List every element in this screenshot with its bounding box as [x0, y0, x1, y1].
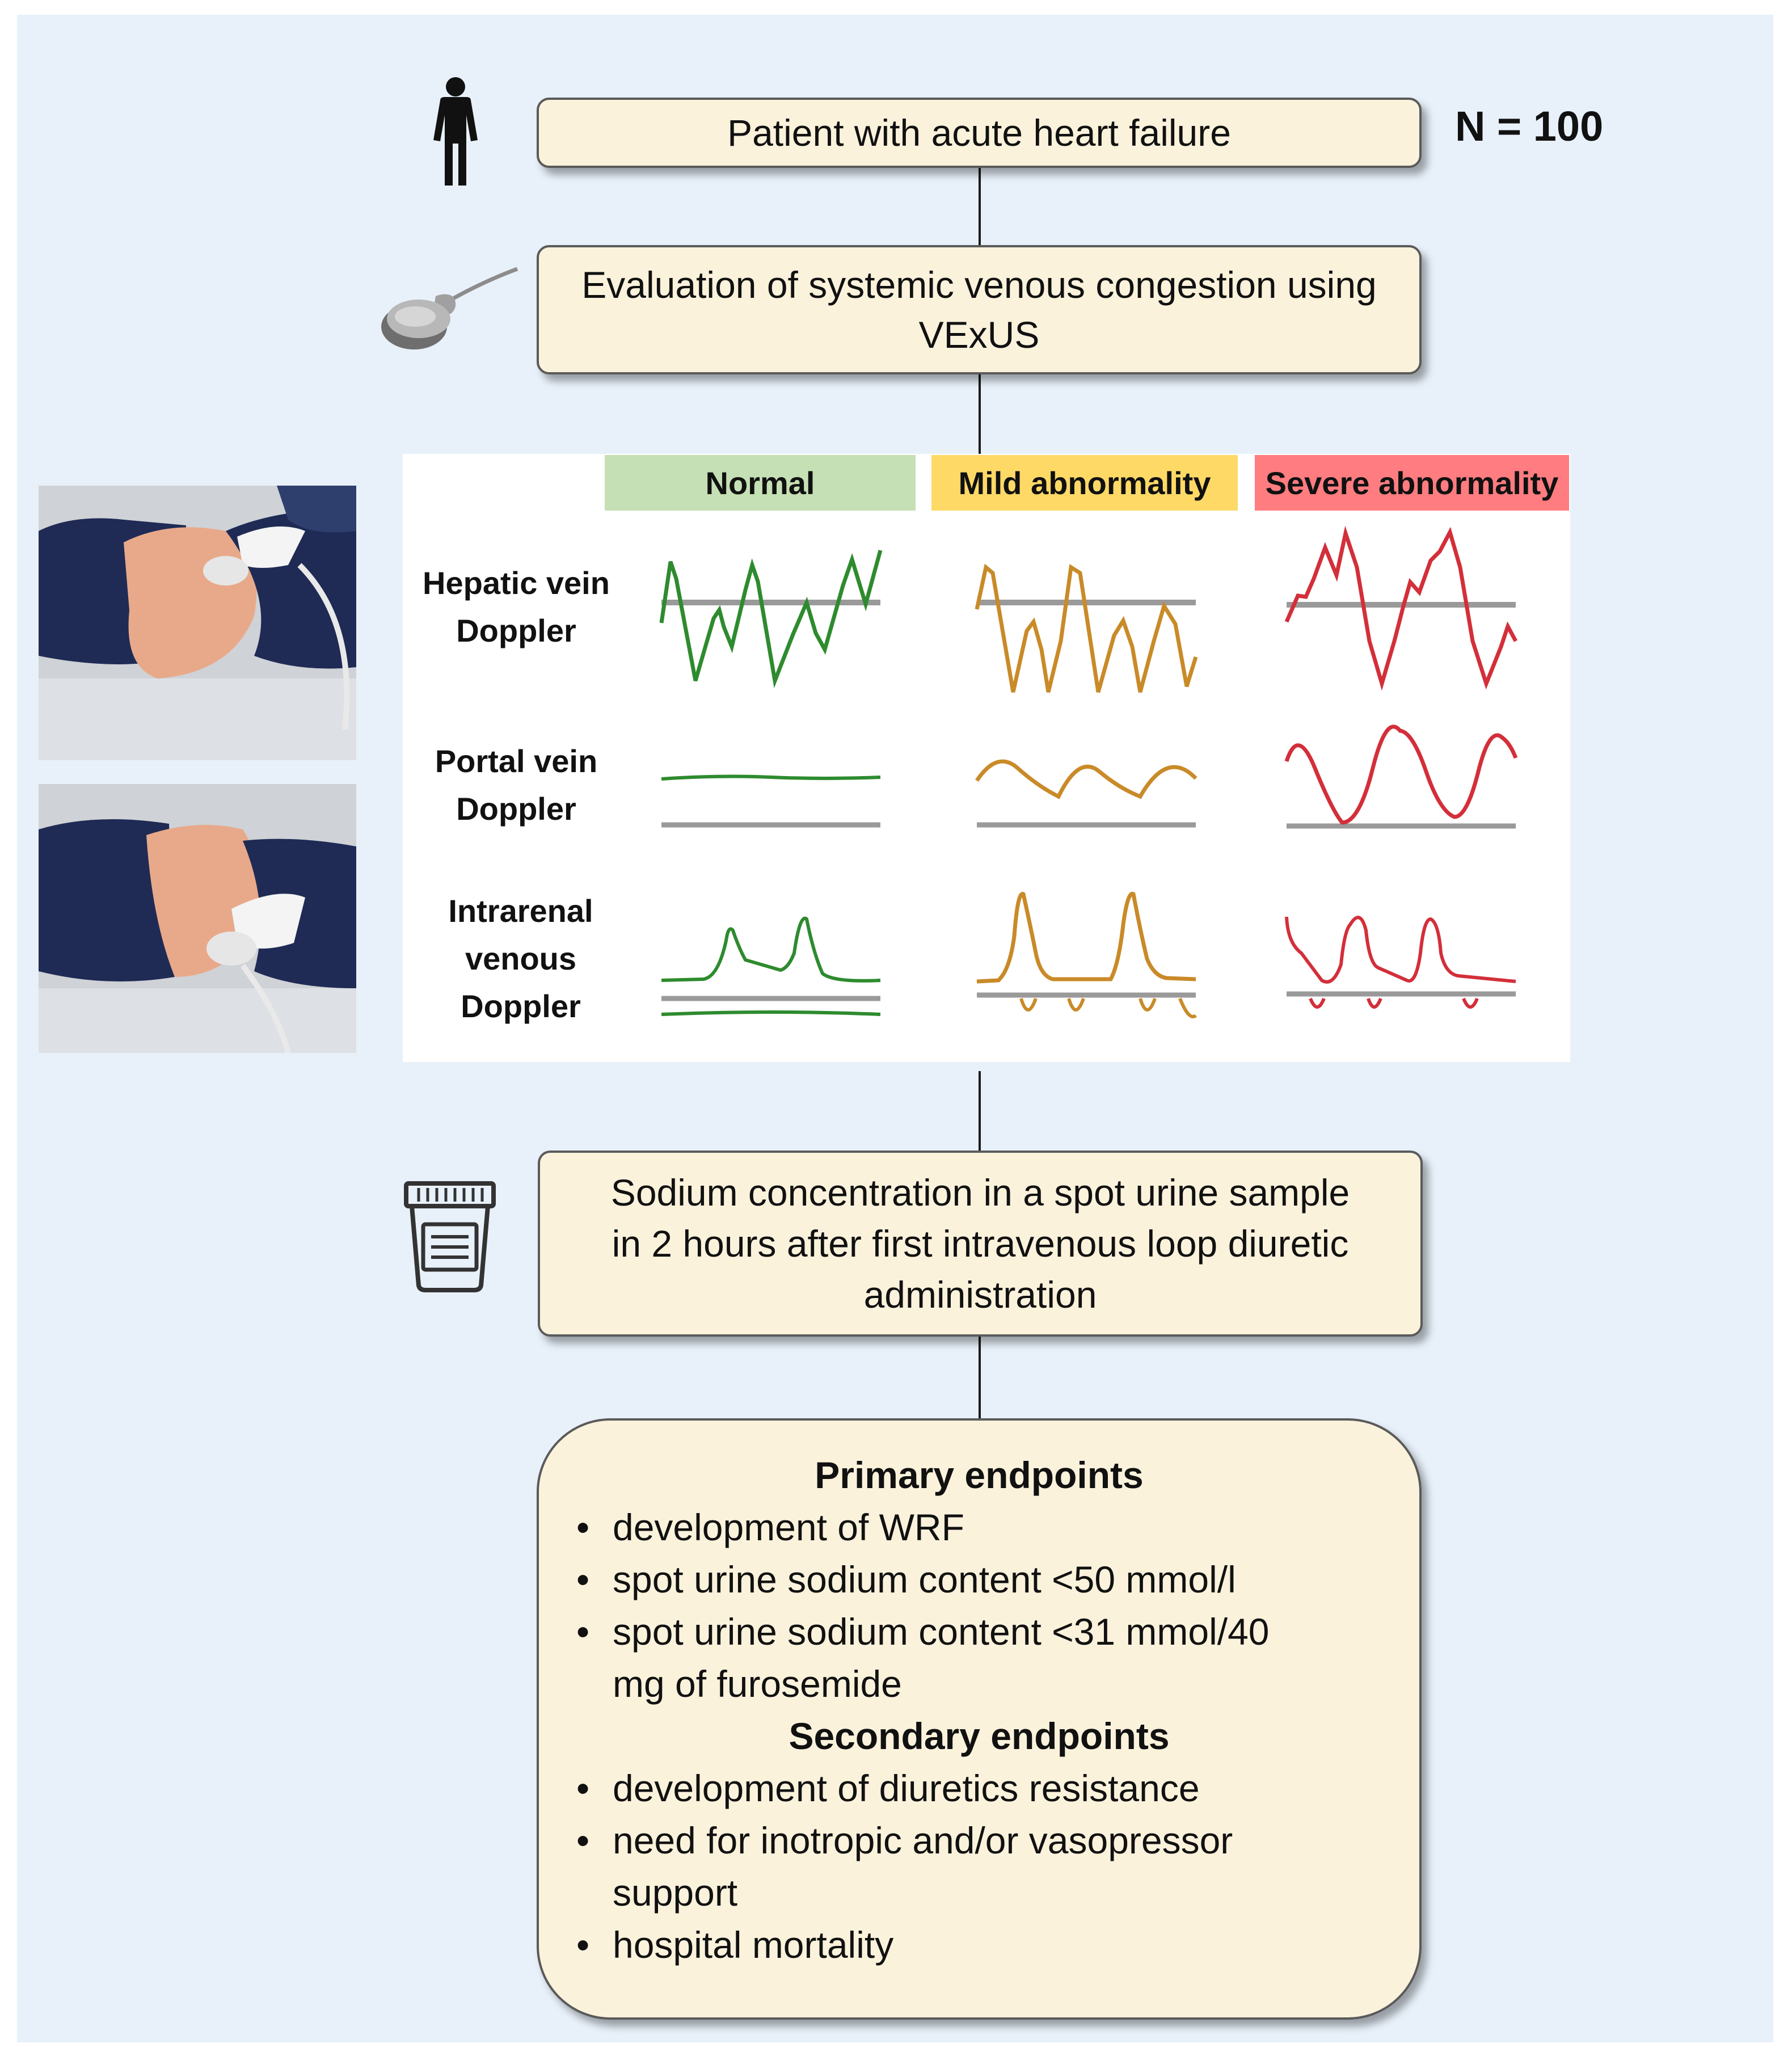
sodium-text-line3: administration: [863, 1274, 1097, 1316]
waveform-hepatic-severe: [1284, 525, 1518, 691]
list-item: spot urine sodium content <31 mmol/40mg …: [573, 1606, 1385, 1710]
list-item: development of WRF: [573, 1501, 1385, 1553]
primary-endpoints-title: Primary endpoints: [815, 1454, 1144, 1496]
evaluation-text-line2: VExUS: [918, 314, 1040, 356]
doppler-waveforms: [659, 525, 1518, 1018]
waveform-portal-mild: [975, 759, 1198, 799]
column-header-mild-abnormality: Mild abnormality: [931, 455, 1238, 511]
waveform-hepatic-normal: [659, 550, 883, 689]
sodium-text-line1: Sodium concentration in a spot urine sam…: [610, 1172, 1350, 1213]
sample-size-label: N = 100: [1455, 103, 1604, 150]
waveform-hepatic-mild: [975, 563, 1198, 693]
waveform-intrarenal-severe-dips: [1309, 997, 1479, 1009]
list-item: need for inotropic and/or vasopressorsup…: [573, 1814, 1385, 1919]
ultrasound-photo-renal: [39, 784, 356, 1053]
connector-line: [979, 1071, 981, 1151]
evaluation-text-line1: Evaluation of systemic venous congestion…: [581, 264, 1377, 306]
connector-line: [979, 1337, 981, 1418]
row-label-hepatic-vein: Hepatic vein Doppler: [423, 565, 610, 648]
row-label-intrarenal-vein: Intrarenal venous Doppler: [448, 893, 593, 1024]
waveform-intrarenal-mild-dips: [1019, 997, 1197, 1018]
secondary-endpoints-list: development of diuretics resistance need…: [573, 1762, 1385, 1971]
patient-text: Patient with acute heart failure: [727, 112, 1231, 154]
ultrasound-photo-hepatic: [39, 486, 356, 760]
primary-endpoints-list: development of WRF spot urine sodium con…: [573, 1501, 1385, 1710]
column-header-severe-abnormality: Severe abnormality: [1255, 455, 1569, 511]
row-label-portal-vein: Portal vein Doppler: [435, 743, 598, 827]
secondary-endpoints-title: Secondary endpoints: [789, 1715, 1170, 1757]
waveform-intrarenal-severe: [1285, 916, 1516, 984]
sodium-text-line2: in 2 hours after first intravenous loop …: [612, 1223, 1349, 1265]
connector-line: [979, 168, 981, 245]
list-item: development of diuretics resistance: [573, 1762, 1385, 1814]
urine-container-icon: [402, 1180, 498, 1293]
waveform-intrarenal-normal: [661, 916, 881, 983]
endpoints-box: Primary endpoints development of WRF spo…: [537, 1418, 1422, 2020]
waveform-portal-severe: [1284, 724, 1518, 825]
vexus-doppler-grid: Normal Mild abnormality Severe abnormali…: [403, 454, 1570, 1062]
waveform-portal-normal: [661, 774, 881, 781]
sodium-box: Sodium concentration in a spot urine sam…: [538, 1151, 1423, 1337]
ultrasound-probe-icon: [381, 264, 521, 353]
evaluation-box: Evaluation of systemic venous congestion…: [537, 245, 1422, 374]
patient-box: Patient with acute heart failure: [537, 98, 1422, 168]
waveform-intrarenal-mild: [976, 891, 1196, 984]
waveform-intrarenal-normal-lower: [661, 1010, 881, 1016]
connector-line: [979, 374, 981, 454]
person-icon: [430, 77, 481, 188]
column-header-normal: Normal: [605, 455, 916, 511]
list-item: spot urine sodium content <50 mmol/l: [573, 1553, 1385, 1606]
list-item: hospital mortality: [573, 1919, 1385, 1971]
